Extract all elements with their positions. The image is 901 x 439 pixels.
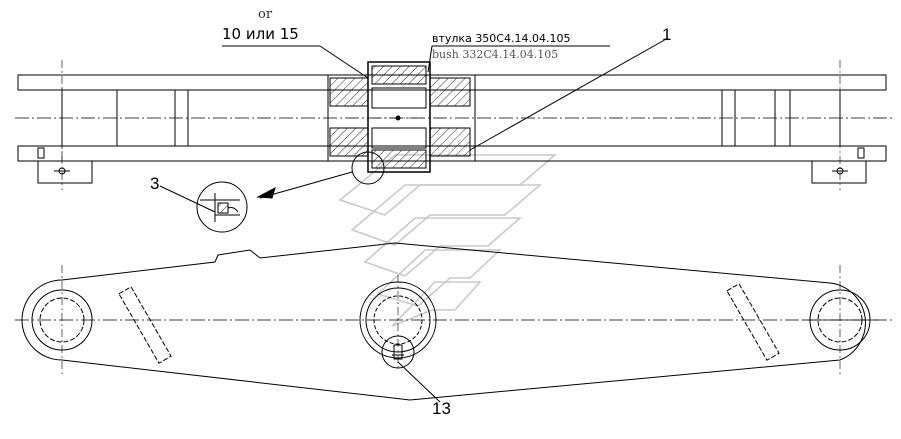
alternative-part-numbers-label: 10 или 15: [222, 25, 299, 43]
callout-1: 1: [662, 25, 672, 44]
callout-3: 3: [150, 174, 160, 193]
top-view-assembly: [15, 37, 895, 199]
callout-13: 13: [432, 399, 451, 418]
bottom-view-lever: [15, 242, 895, 403]
bush-label-english: bush 332C4.14.04.105: [432, 48, 559, 61]
bush-label-russian: втулка 350С4.14.04.105: [432, 32, 571, 45]
stylized-letter-f-logo-icon: [338, 154, 558, 327]
detail-view-seal: [159, 181, 248, 233]
alternative-or-label: or: [258, 7, 273, 22]
